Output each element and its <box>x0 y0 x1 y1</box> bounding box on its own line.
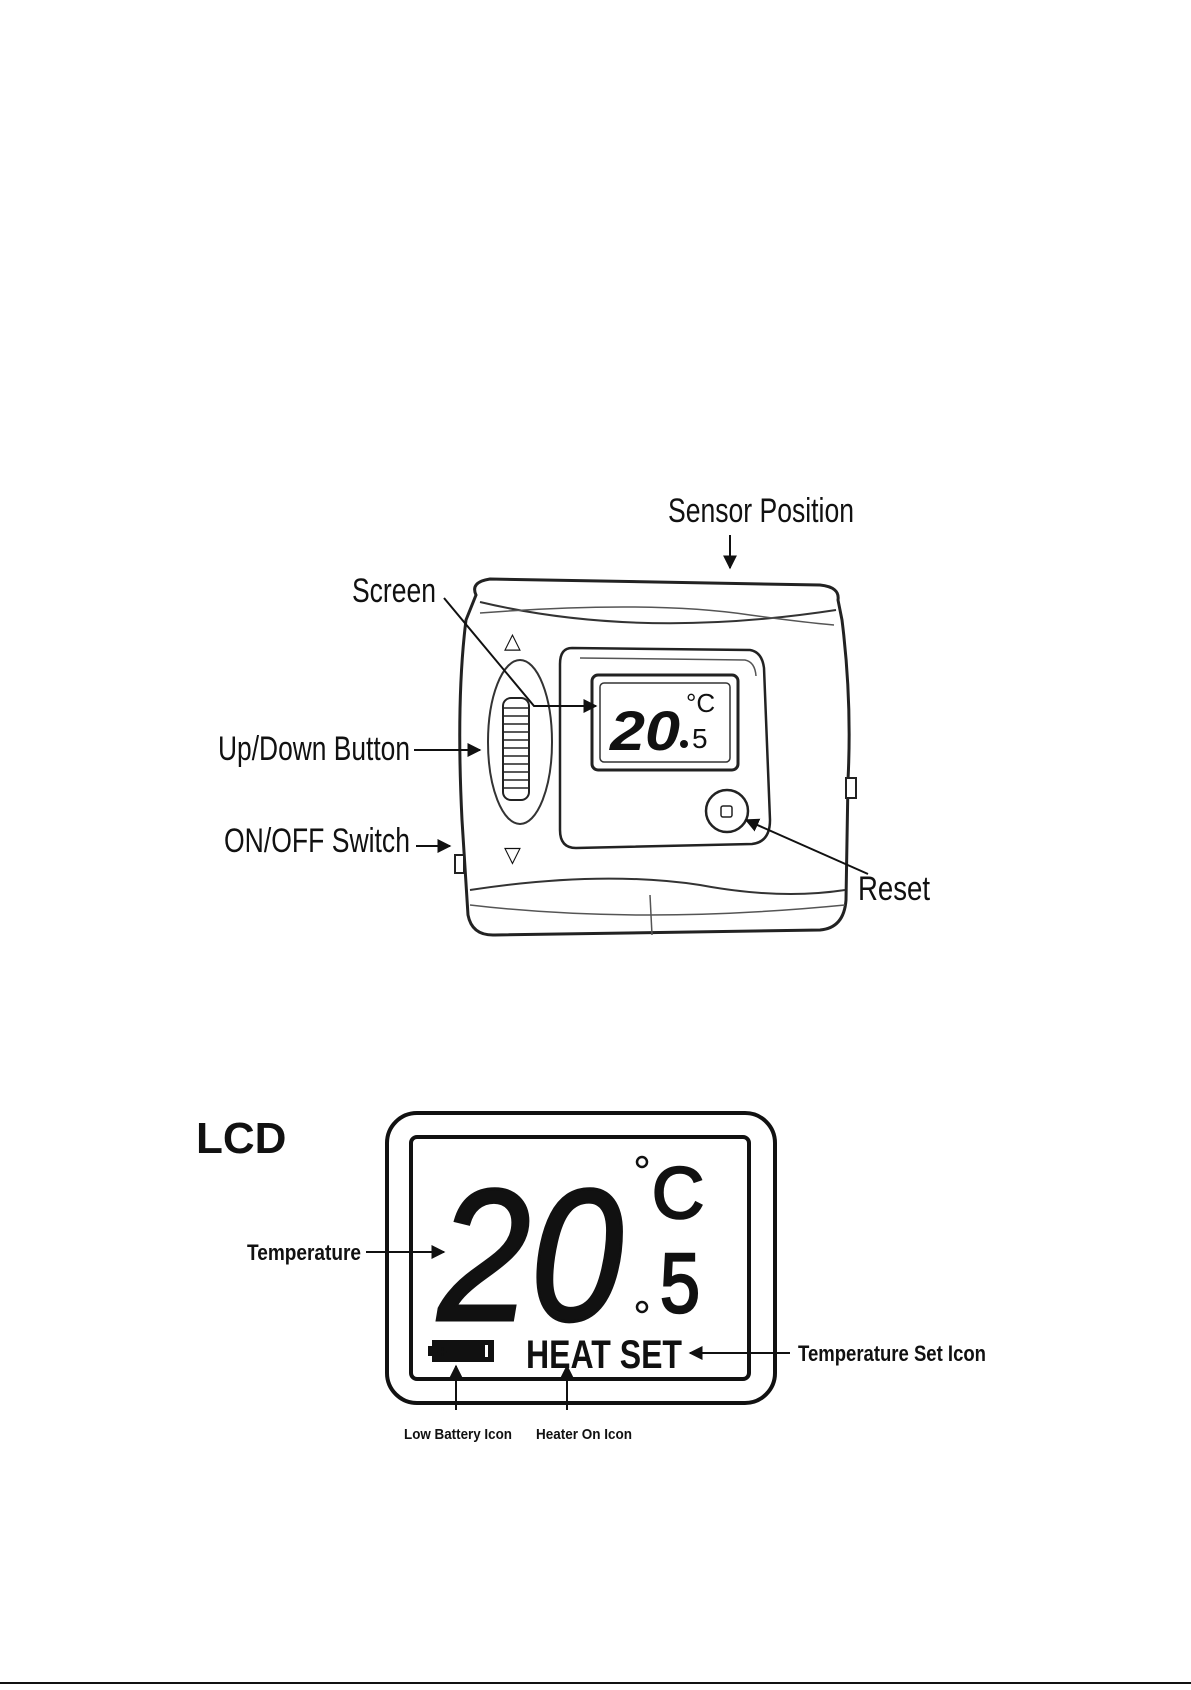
low-battery-icon: + <box>428 1340 494 1362</box>
lcd-title: LCD <box>196 1114 286 1163</box>
label-temperature: Temperature <box>247 1240 361 1265</box>
thermostat-device: △ ▽ 20 °C 5 <box>455 579 856 935</box>
label-screen: Screen <box>352 572 436 610</box>
lcd-decimal: 5 <box>660 1236 700 1330</box>
device-screen-temperature: 20 <box>609 699 680 762</box>
label-heater-on-icon: Heater On Icon <box>536 1426 632 1443</box>
label-up-down-button: Up/Down Button <box>218 730 410 768</box>
lcd-temperature-value: 20 <box>436 1150 623 1360</box>
svg-text:+: + <box>437 1342 448 1362</box>
device-screen-unit: °C <box>686 688 715 718</box>
lcd-panel: 20 C 5 + HEAT SET <box>387 1113 775 1403</box>
device-screen-decimal: 5 <box>692 723 708 754</box>
lcd-unit: C <box>652 1154 704 1234</box>
label-temperature-set-icon: Temperature Set Icon <box>798 1341 986 1366</box>
label-reset: Reset <box>858 870 930 908</box>
down-arrow-icon: ▽ <box>504 842 521 867</box>
label-on-off-switch: ON/OFF Switch <box>224 822 410 860</box>
label-sensor-position: Sensor Position <box>668 492 854 530</box>
up-arrow-icon: △ <box>504 628 521 653</box>
label-low-battery-icon: Low Battery Icon <box>404 1426 512 1443</box>
lcd-status-text: HEAT SET <box>526 1333 682 1377</box>
